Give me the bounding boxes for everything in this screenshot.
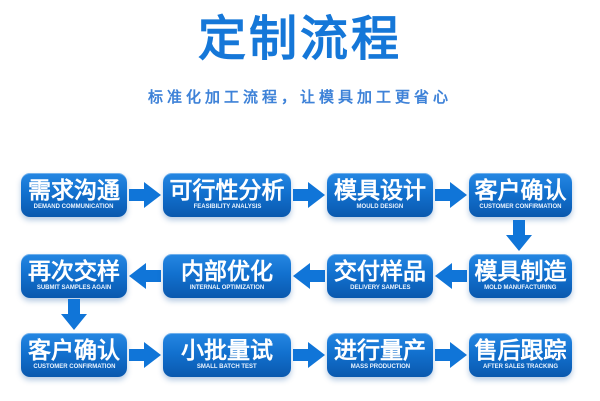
page-title: 定制流程 bbox=[197, 13, 402, 66]
step-title: 需求沟通 bbox=[28, 177, 120, 204]
step-mold-manufacturing: 模具制造 MOLD MANUFACTURING bbox=[469, 254, 572, 298]
arrow-down-icon bbox=[61, 299, 87, 330]
arrow-cell bbox=[433, 263, 469, 289]
step-caption: MASS PRODUCTION bbox=[350, 362, 410, 370]
step-title: 进行量产 bbox=[334, 337, 426, 364]
step-customer-confirmation-2: 客户确认 CUSTOMER CONFIRMATION bbox=[21, 333, 127, 377]
step-demand-communication: 需求沟通 DEMAND COMMUNICATION bbox=[21, 173, 127, 217]
step-title: 模具设计 bbox=[334, 177, 426, 204]
step-caption: SUBMIT SAMPLES AGAIN bbox=[36, 283, 112, 291]
arrow-cell bbox=[127, 263, 163, 289]
step-after-sales-tracking: 售后跟踪 AFTER SALES TRACKING bbox=[469, 333, 572, 377]
arrow-right-icon bbox=[435, 182, 467, 208]
step-customer-confirmation-1: 客户确认 CUSTOMER CONFIRMATION bbox=[469, 173, 572, 217]
arrow-cell bbox=[291, 263, 327, 289]
step-internal-optimization: 内部优化 INTERNAL OPTIMIZATION bbox=[163, 254, 291, 298]
step-caption: MOLD MANUFACTURING bbox=[484, 283, 557, 291]
step-delivery-samples: 交付样品 DELIVERY SAMPLES bbox=[327, 254, 433, 298]
arrow-cell bbox=[433, 342, 469, 368]
page-subtitle: 标准化加工流程，让模具加工更省心 bbox=[147, 89, 452, 106]
arrow-right-icon bbox=[129, 342, 161, 368]
step-caption: DELIVERY SAMPLES bbox=[349, 283, 411, 291]
step-caption: MOULD DESIGN bbox=[356, 202, 404, 210]
arrow-cell bbox=[291, 342, 327, 368]
arrow-down-icon bbox=[506, 220, 532, 251]
step-title: 客户确认 bbox=[474, 177, 567, 204]
step-title: 模具制造 bbox=[474, 258, 567, 285]
arrow-right-icon bbox=[293, 342, 325, 368]
step-submit-samples-again: 再次交样 SUBMIT SAMPLES AGAIN bbox=[21, 254, 127, 298]
arrow-cell bbox=[291, 182, 327, 208]
arrow-left-icon bbox=[129, 263, 161, 289]
step-caption: CUSTOMER CONFIRMATION bbox=[479, 202, 562, 210]
arrow-right-icon bbox=[293, 182, 325, 208]
step-caption: FEASIBILITY ANALYSIS bbox=[193, 202, 261, 210]
step-small-batch-test: 小批量试 SMALL BATCH TEST bbox=[163, 333, 291, 377]
step-title: 再次交样 bbox=[28, 258, 120, 285]
step-caption: INTERNAL OPTIMIZATION bbox=[189, 283, 265, 291]
step-caption: CUSTOMER CONFIRMATION bbox=[32, 362, 116, 370]
arrow-cell bbox=[127, 182, 163, 208]
step-title: 可行性分析 bbox=[169, 177, 285, 204]
step-caption: DEMAND COMMUNICATION bbox=[34, 202, 114, 210]
step-title: 客户确认 bbox=[28, 337, 120, 364]
step-title: 售后跟踪 bbox=[474, 337, 567, 364]
step-title: 小批量试 bbox=[181, 337, 273, 364]
arrow-right-icon bbox=[435, 342, 467, 368]
step-mass-production: 进行量产 MASS PRODUCTION bbox=[327, 333, 433, 377]
step-caption: SMALL BATCH TEST bbox=[197, 362, 257, 370]
step-feasibility-analysis: 可行性分析 FEASIBILITY ANALYSIS bbox=[163, 173, 291, 217]
arrow-left-icon bbox=[293, 263, 325, 289]
step-caption: AFTER SALES TRACKING bbox=[483, 362, 558, 370]
flow-row-3: 客户确认 CUSTOMER CONFIRMATION 小批量试 SMALL BA… bbox=[21, 333, 572, 377]
step-title: 交付样品 bbox=[334, 258, 426, 285]
flow-row-2: 再次交样 SUBMIT SAMPLES AGAIN 内部优化 INTERNAL … bbox=[21, 254, 572, 298]
arrow-right-icon bbox=[129, 182, 161, 208]
step-mould-design: 模具设计 MOULD DESIGN bbox=[327, 173, 433, 217]
step-title: 内部优化 bbox=[181, 258, 273, 285]
arrow-cell bbox=[433, 182, 469, 208]
arrow-left-icon bbox=[435, 263, 467, 289]
flow-row-1: 需求沟通 DEMAND COMMUNICATION 可行性分析 FEASIBIL… bbox=[21, 173, 572, 217]
arrow-cell bbox=[127, 342, 163, 368]
